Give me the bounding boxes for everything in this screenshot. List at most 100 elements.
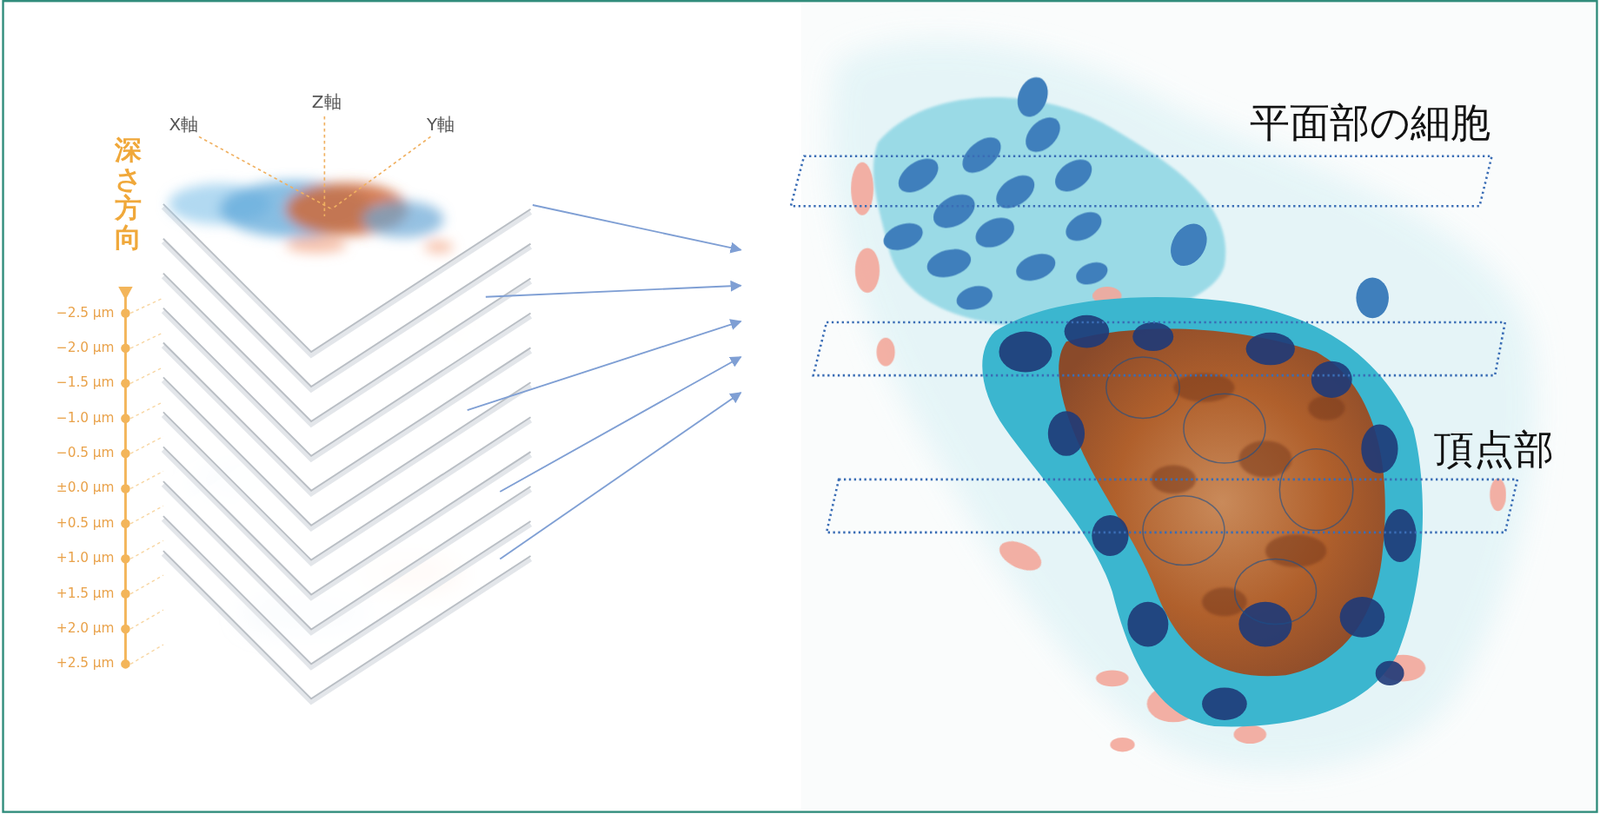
cell-cluster-part-part [1233,725,1267,744]
axis-guides-part [324,116,326,217]
depth-axis-part [120,308,131,669]
cell-cluster-part-part [1163,217,1215,273]
cell-cluster-part-part [1340,597,1386,638]
cell-cluster-part-part [1132,322,1174,352]
projection-arrows-part [499,392,741,559]
cell-cluster [829,40,1536,772]
cell-blob-part [168,180,454,253]
depth-axis-part-part [130,610,164,630]
cell-cluster-part-part [1234,558,1317,625]
depth-axis-part [130,298,164,665]
focal-plane-stack-part [163,204,532,699]
cell-cluster-part-part [879,218,927,256]
depth-axis-part-part [130,332,164,349]
focal-plane-stack-part-part [163,60,532,352]
cell-cluster-part [873,97,1226,327]
cell-cluster-part-part [1307,396,1345,421]
depth-value: +1.0 µm [56,551,115,567]
focal-plane-stack-part-part [163,308,532,457]
cell-cluster-part-part [1048,411,1085,457]
axis-guides-part [331,136,432,209]
axis-label: Z軸 [312,92,342,113]
cell-blob-part-part [362,200,445,238]
cell-cluster-part-part [1127,602,1169,648]
depth-axis-part-part [130,437,164,454]
focus-bands-part [790,156,1493,207]
cell-cluster-part-part [892,152,945,200]
focus-bands-part [826,479,1518,533]
cell-blob-part-part [285,236,347,253]
depth-value: +1.5 µm [56,586,115,603]
projection-arrows-part [532,205,742,251]
cell-cluster-part-part [1360,424,1398,473]
focus-bands [790,156,1518,533]
depth-axis-part-part [130,298,164,314]
cell-cluster-part-part [1201,587,1248,617]
cell-cluster-part-part [1061,205,1108,247]
cell-cluster-part-part [1048,152,1098,199]
focal-plane-stack-part [163,60,532,699]
depth-axis-part-part [120,344,131,354]
cell-cluster-part-part [1246,332,1295,366]
cell-cluster-part-part [1064,315,1110,349]
focal-plane-stack [163,60,532,702]
depth-value: +2.0 µm [56,621,115,638]
focal-plane-stack-part-part [163,239,532,387]
depth-axis-part-part [120,519,131,530]
cell-cluster-part-part [1142,496,1225,566]
depth-value: ±0.0 µm [56,481,115,498]
depth-axis-part-part [130,471,164,489]
cell-cluster-part-part [970,212,1019,254]
cell-cluster-part [1058,328,1386,677]
cell-cluster-part [1150,373,1345,617]
frame [3,0,1598,812]
cell-cluster-part-part [1265,534,1327,568]
cell-cluster-part-part [1019,111,1068,160]
cell-cluster-part-part [998,331,1052,373]
depth-value: −2.5 µm [56,305,115,322]
depth-axis-part-part [130,575,164,594]
cell-cluster-part-part [1489,478,1507,512]
cell-cluster-part-part [1150,464,1196,494]
cell-cluster-part-part [855,247,880,293]
focal-plane-stack-part-part [163,411,532,560]
depth-axis-part [118,286,133,300]
cell-cluster-part-part [1201,687,1248,721]
cell-cluster-part-part [995,535,1047,577]
cell-cluster-part-part [1355,277,1389,319]
cell-cluster-part-part [1279,449,1354,532]
focal-plane-stack-part-part [163,551,532,699]
depth-title: 深さ方向 [114,135,142,253]
depth-axis [118,286,164,670]
cell-cluster-part-part [1106,357,1181,419]
axis-guides-part [199,136,332,209]
cell-cluster-part-part [1183,393,1266,464]
projection-arrows [467,205,742,559]
depth-value: +0.5 µm [56,516,115,532]
axis-label: X軸 [168,114,199,135]
cell-cluster-part [1106,357,1354,625]
cell-cluster-part-part [1375,661,1405,686]
cell-cluster-part [982,297,1423,727]
depth-value: −1.0 µm [56,411,115,427]
axis-guides [199,116,432,217]
depth-value: −2.0 µm [56,340,115,357]
region-label: 頂点部 [1434,426,1554,473]
cell-cluster-part-part [927,187,981,235]
depth-axis-part-part [120,484,131,494]
cell-cluster-part-part [1091,515,1129,557]
projection-arrows-part [499,357,741,492]
depth-axis-part-part [120,589,131,599]
depth-axis-part-part [120,308,131,319]
cell-cluster-part-part [1012,73,1054,121]
cell-cluster-part-part [954,282,996,314]
projection-arrows-part [485,285,742,298]
cell-cluster-part-part [1311,361,1353,399]
focus-bands-part [813,322,1506,376]
cell-blob-part-part [424,240,453,253]
cell-cluster-part-part [1095,670,1129,687]
depth-axis-part-part [120,413,131,424]
projection-arrows-part [467,321,742,411]
depth-axis-part-part [130,505,164,524]
